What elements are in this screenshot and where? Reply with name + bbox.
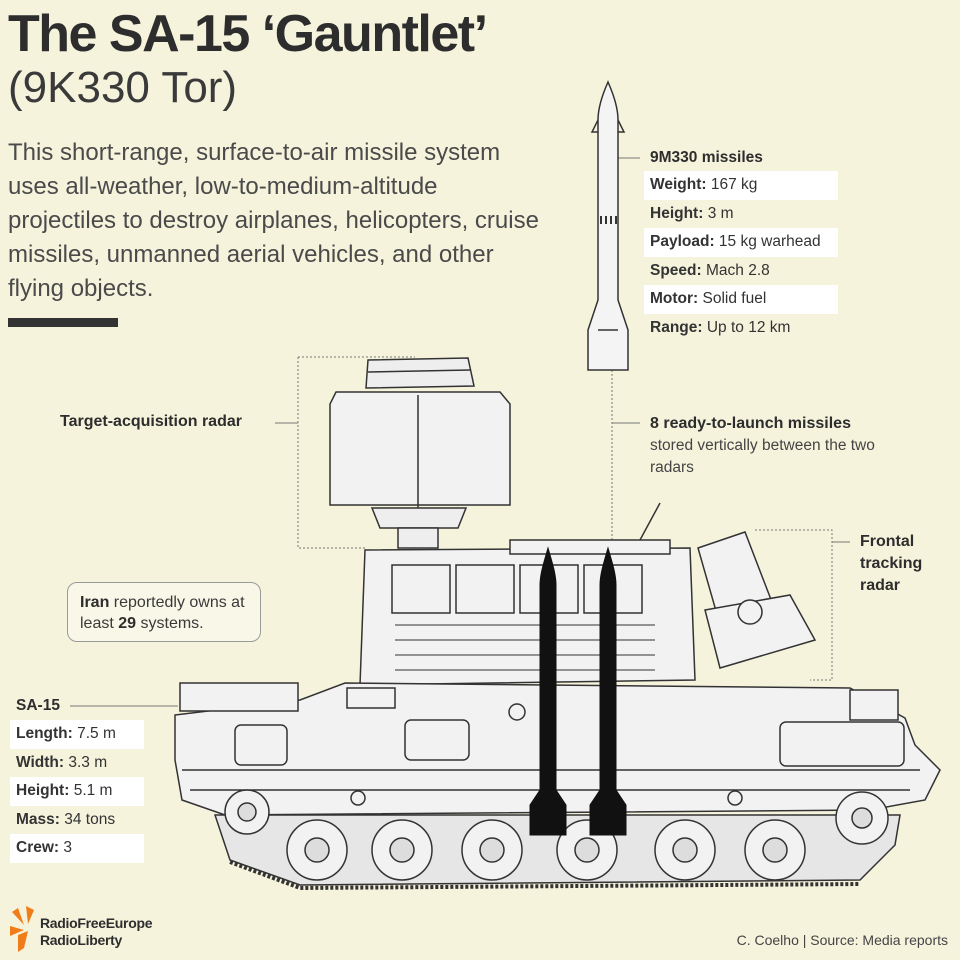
ready-missiles-callout: 8 ready-to-launch missiles stored vertic… xyxy=(650,413,910,479)
missile-drawing xyxy=(587,80,629,371)
sa15-specs-title: SA-15 xyxy=(16,697,60,714)
page-title: The SA-15 ‘Gauntlet’ xyxy=(8,5,488,63)
missile-specs-table: 9M330 missiles Weight: 167 kg Height: 3 … xyxy=(644,145,838,342)
spec-row-range: Range: Up to 12 km xyxy=(644,314,838,343)
vehicle-body xyxy=(174,502,941,816)
spec-value: Mach 2.8 xyxy=(701,261,770,279)
vertical-missiles xyxy=(529,546,627,836)
sa15-specs-table: SA-15 Length: 7.5 m Width: 3.3 m Height:… xyxy=(10,692,144,863)
credit-text: C. Coelho | Source: Media reports xyxy=(736,932,948,948)
spec-label: Height: xyxy=(16,782,70,799)
spec-row-mass: Mass: 34 tons xyxy=(10,806,144,835)
intro-divider-bar xyxy=(8,318,118,327)
iran-text-end: systems. xyxy=(136,615,204,632)
spec-value: 15 kg warhead xyxy=(714,233,821,250)
spec-label: Width: xyxy=(16,753,65,771)
spec-label: Weight: xyxy=(650,176,707,193)
iran-country: Iran xyxy=(80,594,110,611)
rferl-logo-icon xyxy=(10,906,34,952)
ready-missiles-text: stored vertically between the two radars xyxy=(650,437,875,476)
spec-value: Solid fuel xyxy=(698,290,767,307)
spec-value: 7.5 m xyxy=(72,725,116,742)
spec-value: 3 m xyxy=(703,204,734,222)
spec-row-speed: Speed: Mach 2.8 xyxy=(644,257,838,286)
iran-count: 29 xyxy=(118,615,137,632)
iran-info-box: Iran reportedly owns at least 29 systems… xyxy=(67,582,261,642)
spec-label: Height: xyxy=(650,204,704,222)
tracks xyxy=(213,789,901,891)
spec-label: Speed: xyxy=(650,261,702,279)
spec-label: Crew: xyxy=(16,839,60,856)
spec-value: 3 xyxy=(59,839,73,856)
spec-row-length: Length: 7.5 m xyxy=(10,720,144,749)
spec-row-payload: Payload: 15 kg warhead xyxy=(644,228,838,257)
frontal-tracking-radar-label: Frontal tracking radar xyxy=(860,533,923,594)
iran-text: reportedly owns at least xyxy=(80,594,245,632)
spec-value: 3.3 m xyxy=(64,753,108,771)
spec-label: Mass: xyxy=(16,810,60,828)
rferl-logo[interactable]: RadioFreeEurope RadioLiberty xyxy=(40,915,153,949)
intro-text: This short-range, surface-to-air missile… xyxy=(8,139,539,302)
spec-label: Range: xyxy=(650,318,703,336)
spec-row-height: Height: 3 m xyxy=(644,200,838,229)
spec-label: Length: xyxy=(16,725,73,742)
spec-value: Up to 12 km xyxy=(702,318,791,336)
logo-line-1: RadioFreeEurope xyxy=(40,915,153,931)
leader-lines xyxy=(70,157,850,707)
spec-value: 167 kg xyxy=(706,176,758,193)
target-acquisition-radar xyxy=(329,357,511,549)
spec-label: Motor: xyxy=(650,290,699,307)
missile-specs-title: 9M330 missiles xyxy=(650,149,763,166)
spec-label: Payload: xyxy=(650,233,715,250)
spec-value: 34 tons xyxy=(59,810,116,828)
spec-row-weight: Weight: 167 kg xyxy=(644,171,838,200)
spec-value: 5.1 m xyxy=(69,782,113,799)
ready-missiles-title: 8 ready-to-launch missiles xyxy=(650,415,851,432)
spec-row-motor: Motor: Solid fuel xyxy=(644,285,838,314)
logo-line-2: RadioLiberty xyxy=(40,932,122,948)
spec-row-width: Width: 3.3 m xyxy=(10,749,144,778)
page-subtitle: (9K330 Tor) xyxy=(8,63,238,112)
spec-row-crew: Crew: 3 xyxy=(10,834,144,863)
target-acquisition-radar-label: Target-acquisition radar xyxy=(60,413,242,430)
spec-row-height: Height: 5.1 m xyxy=(10,777,144,806)
